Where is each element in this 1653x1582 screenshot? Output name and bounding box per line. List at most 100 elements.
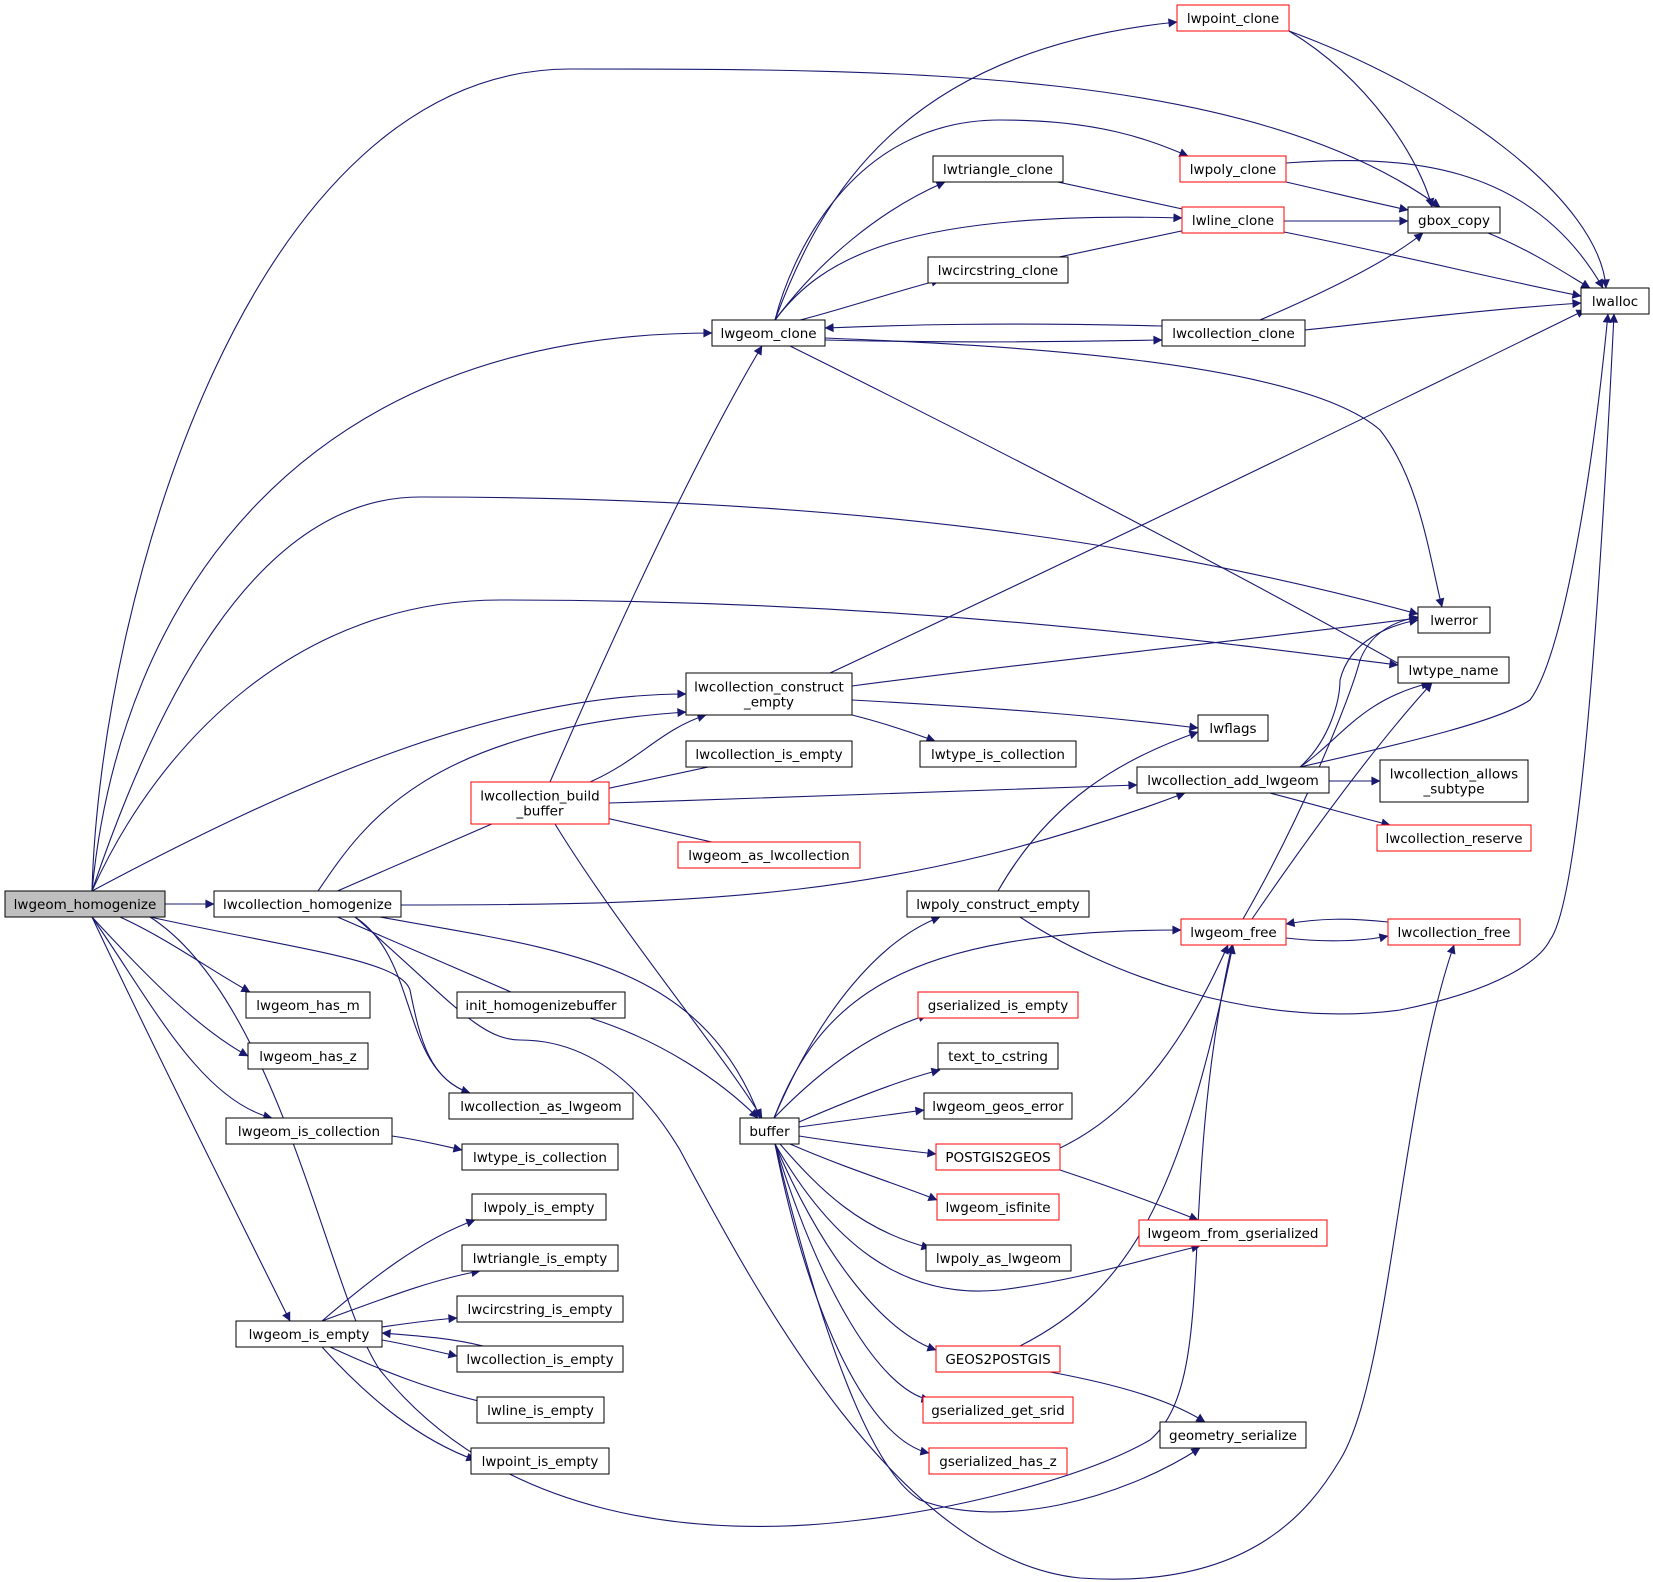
node-label: lwgeom_has_m	[256, 998, 360, 1014]
node-label: gserialized_has_z	[939, 1454, 1056, 1470]
node-lwcollection_reserve[interactable]: lwcollection_reserve	[1376, 824, 1532, 852]
node-box	[1136, 766, 1330, 794]
node-box	[247, 1042, 369, 1070]
node-lwtriangle_is_empty[interactable]: lwtriangle_is_empty	[461, 1244, 619, 1272]
node-label: init_homogenizebuffer	[465, 998, 617, 1014]
node-label: lwcollection_add_lwgeom	[1147, 773, 1319, 789]
node-lwgeom_homogenize[interactable]: lwgeom_homogenize	[4, 890, 166, 918]
node-box	[448, 1092, 634, 1120]
node-lwcircstring_clone[interactable]: lwcircstring_clone	[927, 256, 1069, 284]
node-lwgeom_geos_error[interactable]: lwgeom_geos_error	[923, 1092, 1073, 1120]
node-lwcollection_build_buffer[interactable]: lwcollection_build_buffer	[470, 781, 610, 825]
node-label: GEOS2POSTGIS	[945, 1352, 1050, 1368]
node-lwcollection_is_empty_mid[interactable]: lwcollection_is_empty	[685, 740, 853, 768]
node-lwline_is_empty[interactable]: lwline_is_empty	[476, 1396, 605, 1424]
node-lwcircstring_is_empty[interactable]: lwcircstring_is_empty	[456, 1295, 624, 1323]
node-lwline_clone[interactable]: lwline_clone	[1181, 206, 1285, 234]
call-edge-lwcollection_free-to-lwgeom_free	[1285, 918, 1389, 927]
call-edge-lwcollection_add_lwgeom-to-lwalloc	[1299, 313, 1612, 768]
node-lwpoint_clone[interactable]: lwpoint_clone	[1176, 4, 1290, 32]
node-lwtype_is_collection_mid[interactable]: lwtype_is_collection	[919, 740, 1077, 768]
node-label: lwflags	[1209, 721, 1256, 737]
node-lwgeom_is_collection[interactable]: lwgeom_is_collection	[225, 1117, 393, 1145]
node-lwpoint_is_empty[interactable]: lwpoint_is_empty	[470, 1447, 610, 1475]
node-lwcollection_construct_empty[interactable]: lwcollection_construct_empty	[685, 672, 853, 716]
node-lwgeom_isfinite[interactable]: lwgeom_isfinite	[936, 1193, 1060, 1221]
node-lwgeom_clone[interactable]: lwgeom_clone	[711, 319, 826, 347]
node-label: lwgeom_free	[1190, 925, 1276, 941]
node-lwcollection_clone[interactable]: lwcollection_clone	[1161, 319, 1306, 347]
node-label: lwcircstring_is_empty	[468, 1302, 613, 1318]
node-lwcollection_is_empty_bottom[interactable]: lwcollection_is_empty	[456, 1345, 624, 1373]
node-lwerror[interactable]: lwerror	[1417, 606, 1491, 634]
node-lwtype_is_collection_left[interactable]: lwtype_is_collection	[461, 1143, 619, 1171]
node-box	[677, 841, 861, 869]
node-lwtype_name[interactable]: lwtype_name	[1397, 656, 1510, 684]
node-lwcollection_homogenize[interactable]: lwcollection_homogenize	[213, 890, 402, 918]
call-edge-lwgeom_is_empty-to-lwcollection_is_empty_bottom	[381, 1339, 458, 1359]
call-edge-lwcollection_build_buffer-to-lwcollection_add_lwgeom	[608, 780, 1138, 804]
node-gserialized_get_srid[interactable]: gserialized_get_srid	[922, 1396, 1074, 1424]
call-edge-lwgeom_free-to-lwcollection_free	[1285, 933, 1389, 943]
call-edge-lwcollection_build_buffer-to-buffer	[554, 823, 763, 1119]
call-edge-lwcollection_construct_empty-to-lwalloc	[829, 309, 1586, 674]
node-POSTGIS2GEOS[interactable]: POSTGIS2GEOS	[935, 1143, 1061, 1171]
node-label: _buffer	[515, 804, 563, 820]
call-edge-lwcollection_clone-to-lwgeom_clone	[824, 323, 1163, 333]
node-box	[1176, 4, 1290, 32]
node-lwgeom_has_z[interactable]: lwgeom_has_z	[247, 1042, 369, 1070]
node-lwgeom_free[interactable]: lwgeom_free	[1180, 918, 1287, 946]
node-lwgeom_as_lwcollection[interactable]: lwgeom_as_lwcollection	[677, 841, 861, 869]
node-lwflags[interactable]: lwflags	[1197, 714, 1269, 742]
node-lwcollection_as_lwgeom[interactable]: lwcollection_as_lwgeom	[448, 1092, 634, 1120]
call-edge-lwcollection_add_lwgeom-to-lwerror	[1299, 617, 1419, 768]
node-gserialized_has_z[interactable]: gserialized_has_z	[928, 1447, 1068, 1475]
call-edge-lwcollection_build_buffer-to-lwcollection_construct_empty	[589, 713, 707, 783]
call-edge-lwgeom_homogenize-to-lwgeom_is_collection	[91, 916, 273, 1121]
node-lwcollection_allows_subtype[interactable]: lwcollection_allows_subtype	[1379, 759, 1529, 803]
call-edge-buffer-to-geometry_serialize	[774, 1143, 1201, 1513]
node-box	[1180, 918, 1287, 946]
node-gbox_copy[interactable]: gbox_copy	[1407, 206, 1501, 234]
node-gserialized_is_empty[interactable]: gserialized_is_empty	[917, 991, 1079, 1019]
node-label: text_to_cstring	[948, 1049, 1048, 1065]
node-lwpoly_is_empty[interactable]: lwpoly_is_empty	[471, 1193, 607, 1221]
node-box	[456, 1295, 624, 1323]
node-box	[1159, 1421, 1307, 1449]
node-buffer[interactable]: buffer	[739, 1117, 800, 1145]
node-lwcollection_free[interactable]: lwcollection_free	[1387, 918, 1521, 946]
node-init_homogenizebuffer[interactable]: init_homogenizebuffer	[456, 991, 626, 1019]
call-edge-lwcollection_construct_empty-to-lwflags	[851, 699, 1199, 732]
node-lwcollection_add_lwgeom[interactable]: lwcollection_add_lwgeom	[1136, 766, 1330, 794]
node-lwpoly_construct_empty[interactable]: lwpoly_construct_empty	[906, 890, 1090, 918]
node-lwgeom_from_gserialized[interactable]: lwgeom_from_gserialized	[1138, 1219, 1328, 1247]
call-edge-lwgeom_homogenize-to-lwcollection_construct_empty	[91, 689, 687, 892]
node-box	[925, 1244, 1072, 1272]
node-label: geometry_serialize	[1169, 1428, 1297, 1444]
node-lwgeom_has_m[interactable]: lwgeom_has_m	[245, 991, 371, 1019]
node-lwgeom_is_empty[interactable]: lwgeom_is_empty	[235, 1320, 383, 1348]
node-text_to_cstring[interactable]: text_to_cstring	[937, 1042, 1059, 1070]
call-edge-lwgeom_is_empty-to-lwtriangle_is_empty	[321, 1268, 481, 1322]
node-lwalloc[interactable]: lwalloc	[1580, 287, 1650, 315]
node-GEOS2POSTGIS[interactable]: GEOS2POSTGIS	[935, 1345, 1061, 1373]
node-label: lwtype_is_collection	[931, 747, 1065, 763]
node-geometry_serialize[interactable]: geometry_serialize	[1159, 1421, 1307, 1449]
node-label: lwalloc	[1592, 294, 1638, 310]
call-edge-init_homogenizebuffer-to-buffer	[589, 1017, 759, 1119]
node-box	[932, 155, 1064, 183]
node-label: lwcollection_reserve	[1385, 831, 1522, 847]
node-label: lwgeom_isfinite	[945, 1200, 1050, 1216]
node-box	[1161, 319, 1306, 347]
node-label: gbox_copy	[1418, 213, 1490, 229]
call-edge-lwgeom_is_empty-to-lwcircstring_is_empty	[381, 1314, 458, 1328]
node-label: lwerror	[1430, 613, 1478, 629]
node-box	[4, 890, 166, 918]
call-edge-lwcollection_homogenize-to-buffer	[379, 916, 762, 1119]
node-lwpoly_clone[interactable]: lwpoly_clone	[1179, 155, 1287, 183]
node-label: lwpoly_clone	[1190, 162, 1276, 178]
node-lwtriangle_clone[interactable]: lwtriangle_clone	[932, 155, 1064, 183]
node-lwpoly_as_lwgeom[interactable]: lwpoly_as_lwgeom	[925, 1244, 1072, 1272]
call-edge-lwgeom_is_collection-to-lwtype_is_collection_left	[391, 1135, 463, 1153]
node-label: lwgeom_is_empty	[249, 1327, 370, 1343]
